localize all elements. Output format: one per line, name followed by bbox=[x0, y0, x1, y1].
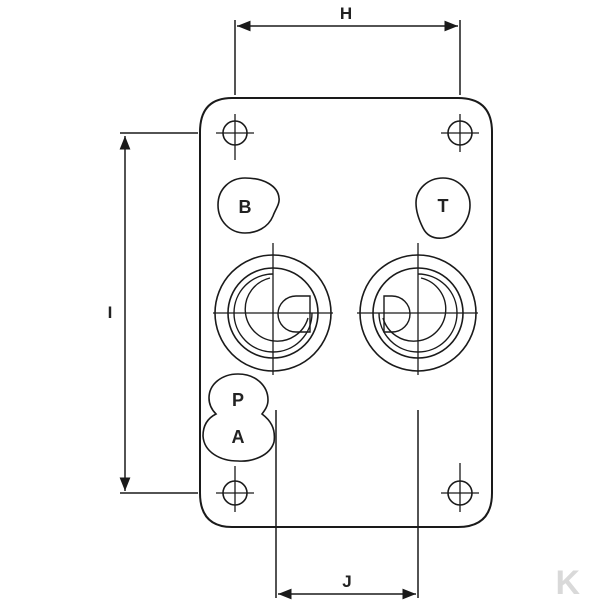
port-b: B bbox=[217, 177, 280, 234]
mounting-hole-bottom-left bbox=[216, 466, 254, 512]
port-b-label: B bbox=[239, 197, 252, 217]
bore-right bbox=[357, 243, 478, 375]
port-p-label: P bbox=[232, 390, 244, 410]
port-p-a: P A bbox=[202, 373, 276, 462]
dimension-i-label: I bbox=[108, 303, 113, 322]
watermark-logo: K bbox=[555, 564, 580, 600]
bore-left bbox=[213, 243, 333, 375]
port-a-label: A bbox=[232, 427, 245, 447]
mounting-hole-bottom-right bbox=[441, 463, 479, 512]
port-t: T bbox=[415, 177, 471, 239]
svg-text:K: K bbox=[555, 564, 580, 600]
mounting-hole-top-left bbox=[216, 114, 254, 160]
dimension-j-label: J bbox=[342, 572, 351, 591]
dimension-j: J bbox=[275, 410, 419, 600]
dimension-h: H bbox=[234, 4, 461, 95]
plate-outline bbox=[199, 97, 493, 528]
dimension-h-label: H bbox=[340, 4, 352, 23]
dimension-i: I bbox=[108, 132, 198, 494]
port-t-label: T bbox=[438, 196, 449, 216]
mounting-hole-top-right bbox=[441, 114, 479, 152]
